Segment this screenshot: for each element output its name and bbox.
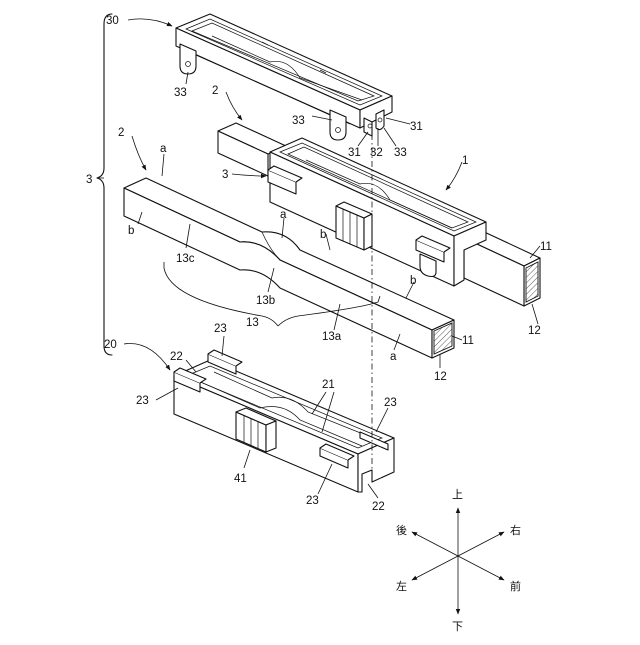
label-12: 12: [528, 325, 541, 337]
label-22: 22: [372, 501, 385, 513]
direction-compass: 上 下 後 右 左 前: [396, 488, 521, 633]
label-13b: 13b: [256, 295, 275, 307]
label-21: 21: [322, 379, 335, 391]
direction-right: 右: [510, 523, 521, 537]
assembly-bracket: [97, 14, 112, 355]
direction-back: 後: [396, 523, 407, 537]
label-23: 23: [384, 397, 397, 409]
label-32: 32: [370, 147, 383, 159]
label-20: 20: [104, 339, 117, 351]
label-a: a: [390, 351, 397, 363]
label-30: 30: [106, 15, 119, 27]
label-b: b: [320, 229, 326, 241]
label-22: 22: [170, 351, 183, 363]
label-23: 23: [214, 323, 227, 335]
label-b: b: [128, 225, 134, 237]
label-a: a: [280, 209, 287, 221]
label-11: 11: [462, 335, 474, 347]
label-23: 23: [136, 395, 149, 407]
label-33: 33: [174, 87, 187, 99]
direction-front: 前: [510, 579, 521, 593]
label-33: 33: [292, 115, 305, 127]
direction-left: 左: [396, 580, 407, 593]
label-a: a: [160, 143, 167, 155]
label-13c: 13c: [176, 253, 195, 265]
label-2: 2: [118, 127, 124, 139]
label-2: 2: [212, 85, 218, 97]
label-31: 31: [410, 121, 423, 133]
label-13: 13: [246, 317, 259, 329]
label-1: 1: [462, 155, 468, 167]
cover-30: [176, 14, 392, 140]
label-13a: 13a: [322, 331, 342, 343]
label-41: 41: [234, 473, 247, 485]
base-20: [174, 350, 394, 492]
label-31: 31: [348, 147, 361, 159]
label-3: 3: [86, 174, 92, 186]
label-12: 12: [434, 371, 447, 383]
label-23: 23: [306, 495, 319, 507]
label-b: b: [410, 275, 416, 287]
label-11: 11: [540, 241, 552, 253]
direction-down: 下: [452, 620, 463, 633]
direction-up: 上: [452, 488, 463, 501]
label-33: 33: [394, 147, 407, 159]
label-3: 3: [222, 169, 228, 181]
